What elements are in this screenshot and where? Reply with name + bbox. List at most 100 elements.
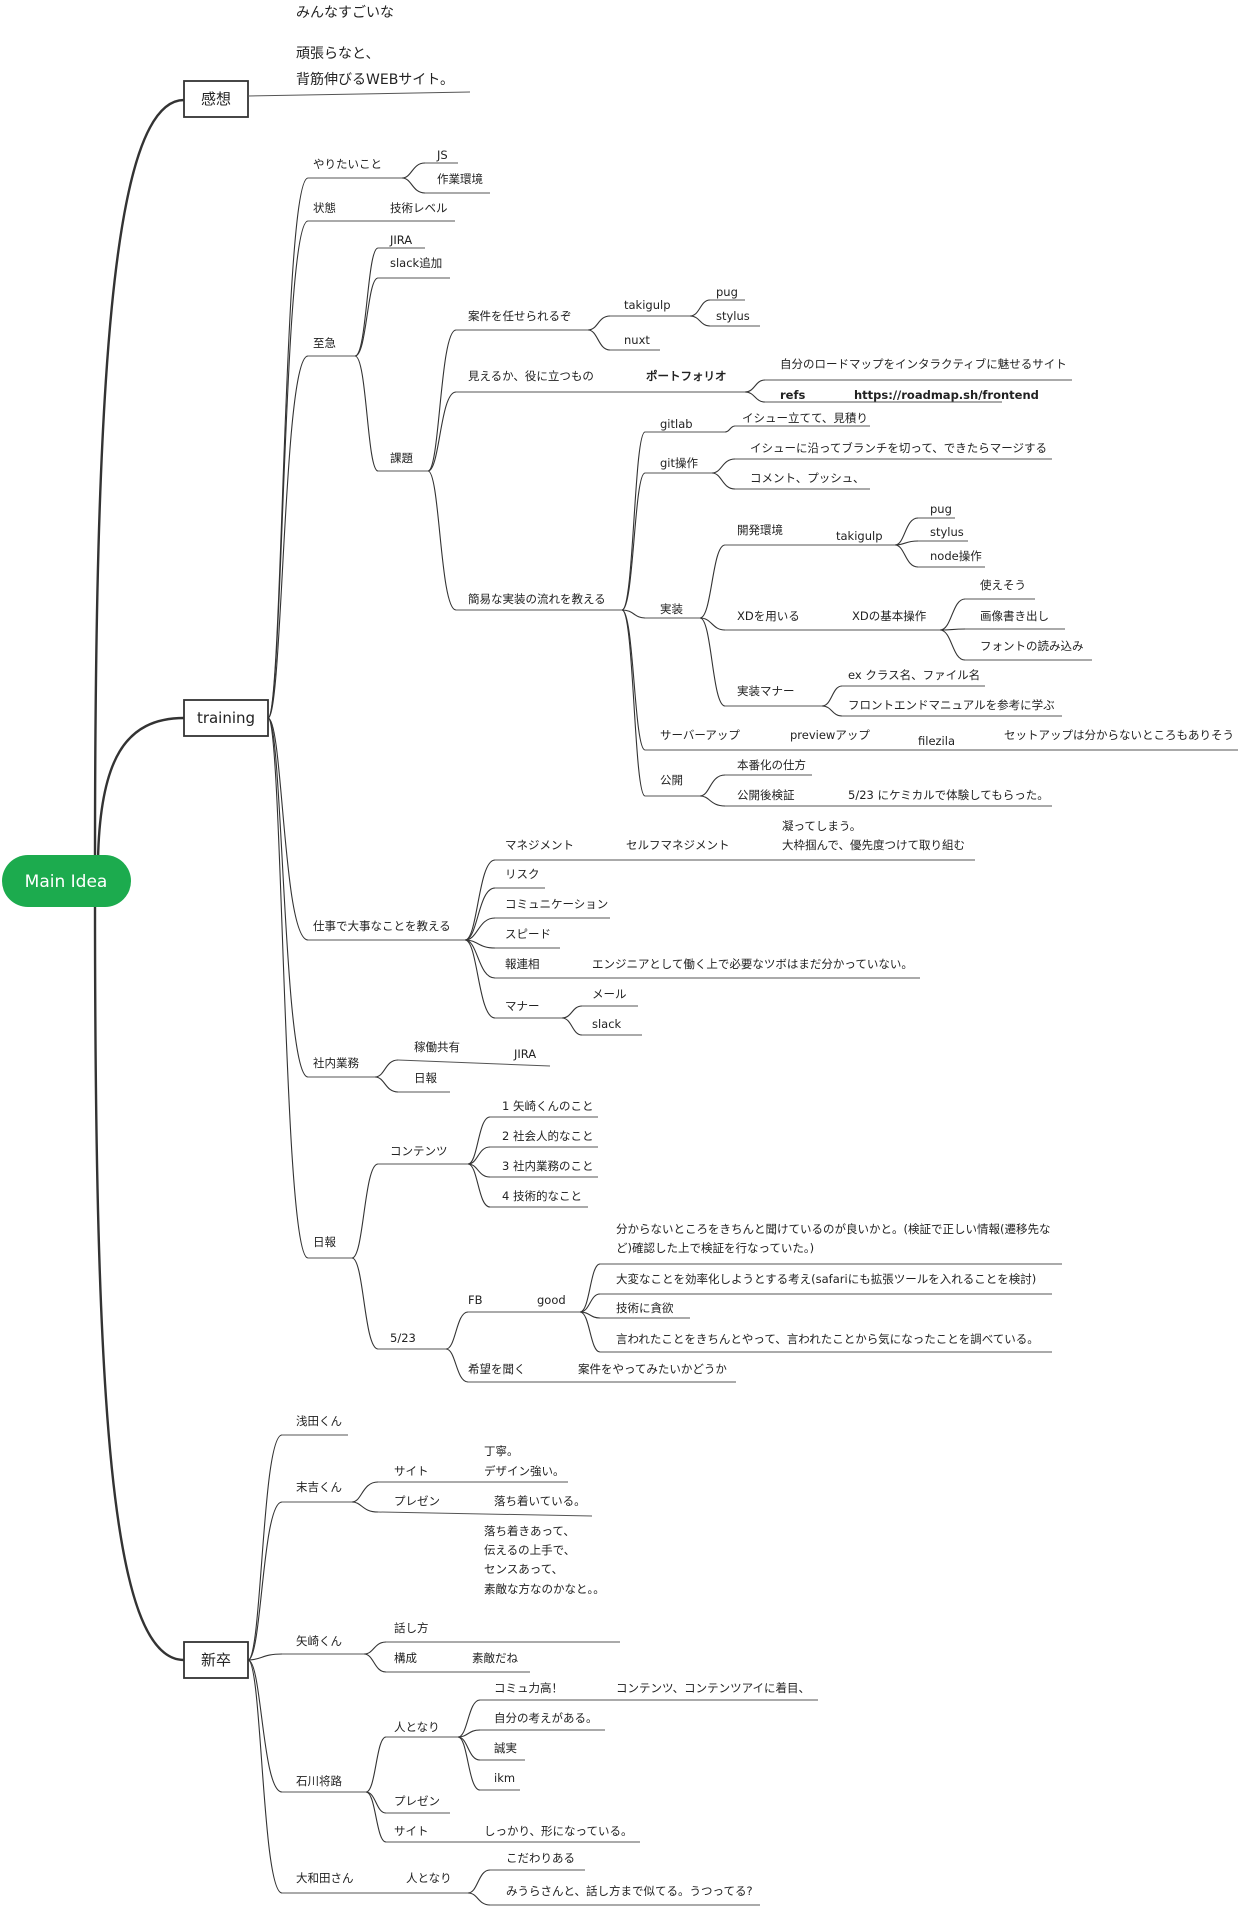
- topic-kansou[interactable]: 感想: [183, 80, 249, 118]
- fb-label: FB: [468, 1293, 483, 1307]
- shigoto-mail: メール: [592, 987, 627, 1001]
- yazaki-kosei: 構成: [394, 1651, 417, 1665]
- kaihatsu-node: node操作: [930, 549, 982, 563]
- mieru-refs: refs: [780, 388, 805, 402]
- root-node-shape: [2, 855, 131, 907]
- shanai-kado: 稼働共有: [414, 1040, 460, 1054]
- server-filezila: filezila: [918, 734, 955, 748]
- shigoto-comm: コミュニケーション: [505, 897, 608, 911]
- main-branches: [93, 98, 185, 1662]
- fb-good-1a: 分からないところをきちんと聞けているのが良いかと。(検証で正しい情報(遷移先な: [616, 1222, 1050, 1236]
- shanai-jira: JIRA: [513, 1047, 536, 1061]
- impression-line3: 背筋伸びるWEBサイト。: [296, 71, 454, 88]
- shigoto-horenso: 報連相: [505, 957, 540, 971]
- shigoto-management: マネジメント: [505, 838, 574, 852]
- branch-root-shinsotsu: [93, 899, 185, 1662]
- mieru-url: https://roadmap.sh/frontend: [854, 388, 1039, 402]
- xd-c3: フォントの読み込み: [980, 639, 1084, 653]
- server-preview: previewアップ: [790, 728, 870, 742]
- root-node[interactable]: Main Idea: [2, 855, 131, 907]
- sueyoshi-s2: デザイン強い。: [484, 1464, 565, 1478]
- git-label: git操作: [660, 456, 699, 470]
- topic-shinsotsu-box: [183, 1641, 249, 1679]
- mieru-roadmap: 自分のロードマップをインタラクティブに魅せるサイト: [780, 357, 1067, 371]
- anken-label: 案件を任せられるぞ: [468, 309, 572, 323]
- git-branch: イシューに沿ってブランチを切って、できたらマージする: [750, 441, 1047, 455]
- yazaki-label: 矢崎くん: [296, 1634, 342, 1648]
- owada-label: 大和田さん: [296, 1871, 354, 1885]
- xd-basic: XDの基本操作: [852, 609, 927, 623]
- git-comment: コメント、プッシュ、: [750, 471, 865, 485]
- kokai-label: 公開: [660, 773, 683, 787]
- kaihatsu-takigulp: takigulp: [836, 529, 883, 543]
- manner-label: 実装マナー: [737, 684, 795, 698]
- topic-shinsotsu-label: 新卒: [201, 1651, 231, 1669]
- contents-item-3: 3 社内業務のこと: [502, 1159, 593, 1173]
- topic-training-label: training: [197, 709, 255, 727]
- gitlab-issue: イシュー立てて、見積り: [742, 411, 868, 425]
- ishikawa-ikm: ikm: [494, 1771, 515, 1785]
- kibo-child: 案件をやってみたいかどうか: [578, 1362, 727, 1376]
- ishikawa-jibun: 自分の考えがある。: [494, 1711, 598, 1725]
- topic-kansou-box: [183, 80, 249, 118]
- contents-item-1: 1 矢崎くんのこと: [502, 1099, 593, 1113]
- topic-shinsotsu[interactable]: 新卒: [183, 1641, 249, 1679]
- server-setup: セットアップは分からないところもありそう: [1004, 728, 1234, 742]
- shikyu-jira: JIRA: [389, 233, 412, 247]
- kaihatsu-label: 開発環境: [737, 523, 783, 537]
- topic-training[interactable]: training: [183, 699, 269, 737]
- sueyoshi-n4: 素敵な方なのかなと。。: [484, 1582, 605, 1596]
- yaritai-js: JS: [436, 148, 448, 162]
- anken-nuxt: nuxt: [624, 333, 650, 347]
- impression-line2: 頑張らなと、: [296, 46, 379, 62]
- ishikawa-comm: コミュ力高！: [494, 1681, 563, 1695]
- training-branches: [267, 177, 309, 1259]
- yazaki-k1: 素敵だね: [472, 1651, 518, 1665]
- branch-root-training: [96, 716, 185, 861]
- contents-label: コンテンツ: [390, 1144, 448, 1158]
- owada-c1: こだわりある: [506, 1851, 575, 1865]
- shigoto-self: セルフマネジメント: [626, 838, 730, 852]
- fb-good-1b: ど)確認した上で検証を行なっていた。): [616, 1241, 814, 1255]
- sueyoshi-n2: 伝えるの上手で、: [484, 1543, 575, 1557]
- kaihatsu-pug: pug: [930, 502, 952, 516]
- kibo-label: 希望を聞く: [468, 1362, 526, 1376]
- jotai-level: 技術レベル: [390, 201, 448, 215]
- sueyoshi-pre: プレゼン: [394, 1494, 440, 1508]
- training-jotai: 状態: [313, 201, 336, 215]
- shanai-nippo: 日報: [414, 1071, 437, 1085]
- ishikawa-s1: しっかり、形になっている。: [484, 1824, 632, 1838]
- d523-label: 5/23: [390, 1331, 416, 1345]
- anken-takigulp: takigulp: [624, 298, 671, 312]
- ishikawa-contents: コンテンツ、コンテンツアイに着目、: [616, 1681, 810, 1695]
- xd-c2: 画像書き出し: [980, 609, 1049, 623]
- nippo-label: 日報: [313, 1235, 336, 1249]
- root-label: Main Idea: [25, 872, 108, 892]
- fb-good-3: 技術に貪欲: [616, 1301, 674, 1315]
- shigoto-horenso-note: エンジニアとして働く上で必要なツボはまだ分かっていない。: [592, 957, 913, 971]
- anken-pug: pug: [716, 285, 738, 299]
- shanai-label: 社内業務: [313, 1056, 359, 1070]
- kokai-c1: 本番化の仕方: [737, 758, 806, 772]
- training-shikyu: 至急: [313, 336, 336, 350]
- yazaki-hanashi: 話し方: [394, 1621, 429, 1635]
- xd-label: XDを用いる: [737, 609, 800, 623]
- server-label: サーバーアップ: [660, 728, 740, 742]
- shinsotsu-branches: [247, 1434, 283, 1894]
- owada-hito: 人となり: [406, 1871, 452, 1885]
- anken-stylus: stylus: [716, 309, 750, 323]
- ishikawa-hito: 人となり: [394, 1720, 440, 1734]
- sueyoshi-n1: 落ち着きあって、: [484, 1524, 575, 1538]
- shigoto-speed: スピード: [505, 927, 551, 941]
- kadai-label: 課題: [390, 451, 413, 465]
- sueyoshi-p1: 落ち着いている。: [494, 1494, 586, 1508]
- shigoto-manner: マナー: [505, 999, 540, 1013]
- shigoto-note1: 凝ってしまう。: [782, 819, 861, 833]
- ishikawa-seijitsu: 誠実: [494, 1741, 517, 1755]
- shigoto-risk: リスク: [505, 867, 540, 881]
- asada-label: 浅田くん: [296, 1414, 342, 1428]
- gitlab-label: gitlab: [660, 417, 693, 431]
- ishikawa-pre: プレゼン: [394, 1794, 440, 1808]
- owada-c2: みうらさんと、話し方まで似てる。うつってる?: [506, 1884, 753, 1898]
- kokai-c2: 公開後検証: [737, 788, 795, 802]
